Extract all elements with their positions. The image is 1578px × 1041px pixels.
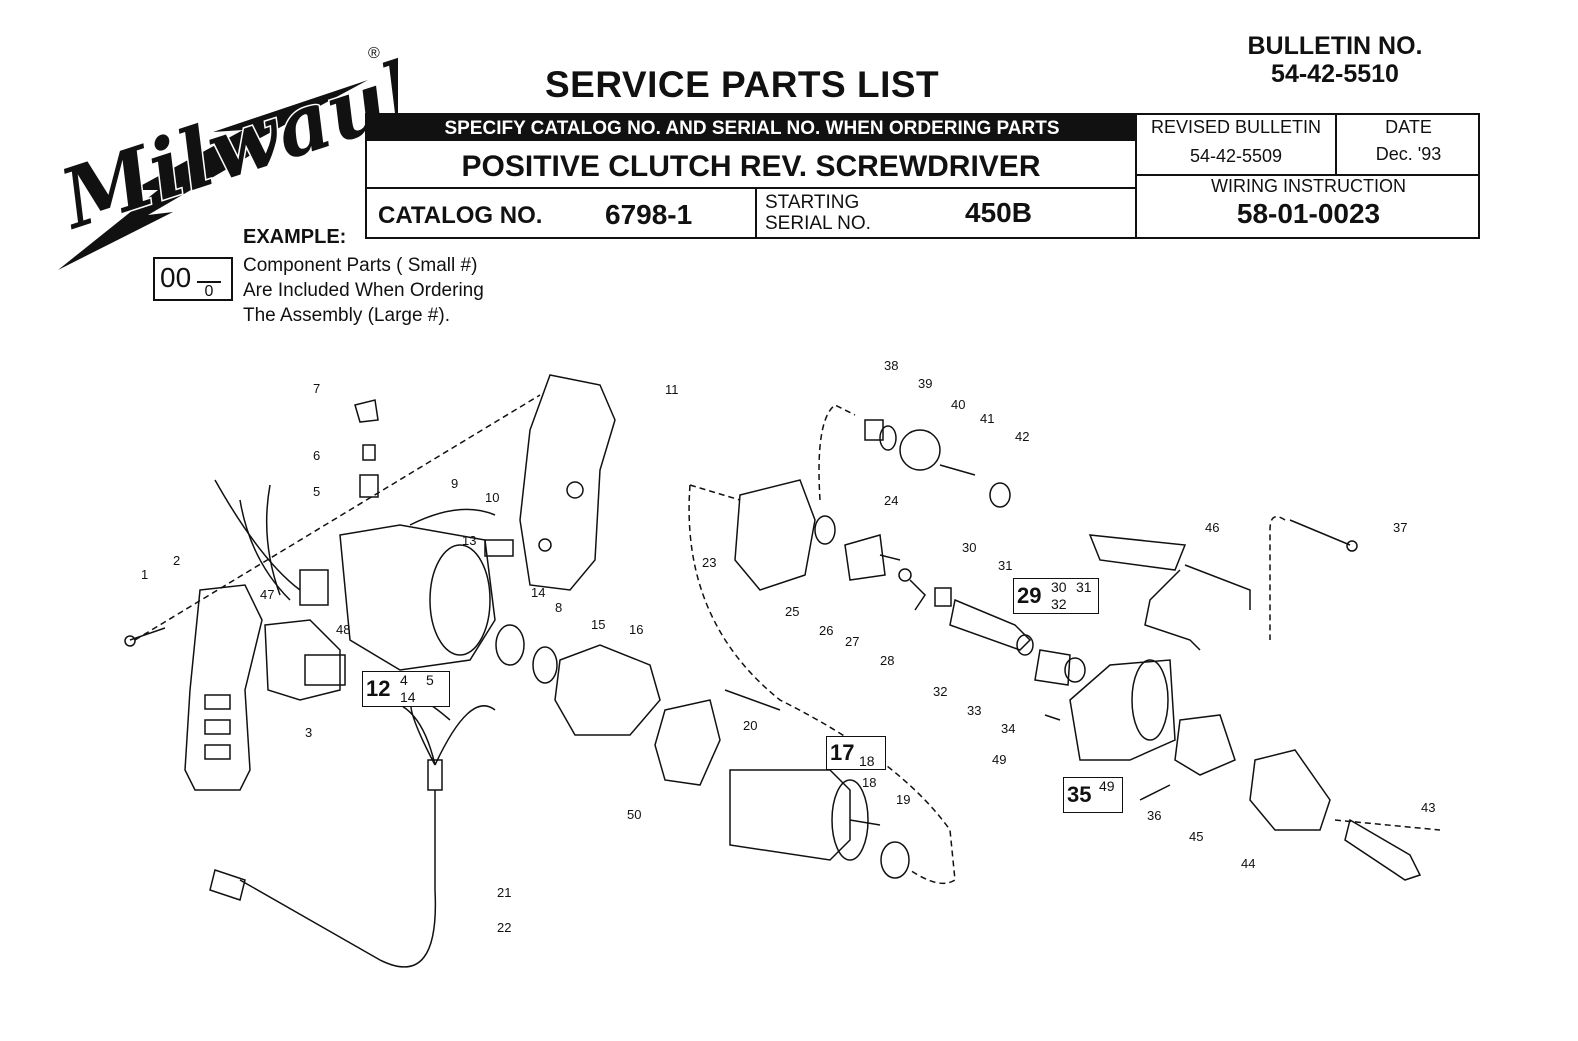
callout-9: 9 [451, 476, 459, 491]
product-name: POSITIVE CLUTCH REV. SCREWDRIVER [461, 150, 1041, 183]
bulletin-number: 54-42-5510 [1271, 60, 1399, 88]
callout-40: 40 [951, 397, 966, 412]
example-line-2: Are Included When Ordering [243, 280, 484, 301]
serial-label-line2: SERIAL NO. [765, 213, 871, 234]
example-box [153, 257, 233, 301]
callout-1: 1 [141, 567, 149, 582]
serial-label: STARTING SERIAL NO. [765, 192, 871, 234]
ordering-instruction-bar: SPECIFY CATALOG NO. AND SERIAL NO. WHEN … [367, 115, 1137, 141]
header-table [365, 113, 1480, 239]
divider [1135, 174, 1480, 176]
registered-mark: ® [368, 45, 380, 62]
assembly-main-number: 35 [1067, 782, 1092, 807]
assembly-box-35: 35 49 [1063, 777, 1123, 813]
revised-bulletin-number: 54-42-5509 [1189, 146, 1283, 166]
callout-46: 46 [1205, 520, 1220, 535]
assembly-box-29: 29 30 31 32 [1013, 578, 1099, 614]
assembly-main-number: 12 [366, 676, 391, 701]
assembly-part: 49 [1099, 778, 1115, 794]
callout-49: 49 [992, 752, 1007, 767]
serial-label-line1: STARTING [765, 192, 860, 213]
callout-5: 5 [313, 484, 321, 499]
assembly-part: 32 [1051, 596, 1067, 612]
callout-24: 24 [884, 493, 899, 508]
example-small-number: 0 [197, 281, 221, 301]
catalog-number: 6798-1 [605, 199, 693, 230]
callout-3: 3 [305, 725, 313, 740]
callout-26: 26 [819, 623, 834, 638]
callout-8: 8 [555, 600, 563, 615]
page-title: SERVICE PARTS LIST [545, 64, 940, 105]
callout-13: 13 [462, 533, 477, 548]
callout-11: 11 [665, 382, 679, 397]
callout-16: 16 [629, 622, 644, 637]
revised-bulletin-label: REVISED BULLETIN [1150, 117, 1322, 137]
wiring-number: 58-01-0023 [1236, 198, 1381, 229]
callout-31: 31 [998, 558, 1013, 573]
assembly-box-12: 12 4 5 14 [362, 671, 450, 707]
assembly-part: 14 [400, 689, 416, 705]
callout-43: 43 [1421, 800, 1436, 815]
callout-15: 15 [591, 617, 606, 632]
callout-21: 21 [497, 885, 512, 900]
callout-37: 37 [1393, 520, 1408, 535]
example-text: Component Parts ( Small #) Are Included … [243, 253, 484, 328]
callout-20: 20 [743, 718, 758, 733]
callout-22: 22 [497, 920, 512, 935]
divider [365, 187, 1137, 189]
catalog-label: CATALOG NO. [378, 202, 543, 229]
callout-18: 18 [862, 775, 877, 790]
divider [1335, 113, 1337, 175]
callout-34: 34 [1001, 721, 1016, 736]
callout-48: 48 [336, 622, 351, 637]
callout-45: 45 [1189, 829, 1204, 844]
bulletin-label: BULLETIN NO. [1247, 32, 1423, 60]
callout-27: 27 [845, 634, 860, 649]
callout-42: 42 [1015, 429, 1030, 444]
date-value: Dec. '93 [1375, 144, 1442, 164]
callout-6: 6 [313, 448, 321, 463]
assembly-part: 18 [859, 753, 875, 769]
callout-41: 41 [980, 411, 995, 426]
example-label: EXAMPLE: [243, 226, 347, 248]
assembly-main-number: 17 [830, 740, 855, 765]
divider [755, 187, 757, 239]
example-line-3: The Assembly (Large #). [243, 305, 450, 326]
assembly-part: 31 [1076, 579, 1092, 595]
date-label: DATE [1385, 117, 1432, 137]
example-large-number: 00 [160, 262, 192, 293]
assembly-part: 30 [1051, 579, 1067, 595]
callout-33: 33 [967, 703, 982, 718]
assembly-part: 5 [426, 672, 434, 688]
callout-28: 28 [880, 653, 895, 668]
callout-50: 50 [627, 807, 642, 822]
milwaukee-logo: Milwaukee Milwaukee ® [46, 40, 398, 270]
wiring-label: WIRING INSTRUCTION [1211, 176, 1406, 196]
callout-19: 19 [896, 792, 911, 807]
callout-38: 38 [884, 358, 899, 373]
callout-7: 7 [313, 381, 321, 396]
callout-14: 14 [531, 585, 546, 600]
callout-44: 44 [1241, 856, 1256, 871]
bulletin-block: BULLETIN NO. 54-42-5510 [1235, 32, 1435, 88]
callout-2: 2 [173, 553, 181, 568]
divider [1135, 113, 1137, 239]
assembly-main-number: 29 [1017, 583, 1042, 608]
assembly-box-17: 17 18 [826, 736, 886, 770]
callout-39: 39 [918, 376, 933, 391]
assembly-part: 4 [400, 672, 408, 688]
callout-23: 23 [702, 555, 717, 570]
example-line-1: Component Parts ( Small #) [243, 255, 478, 276]
callout-10: 10 [485, 490, 500, 505]
callout-30: 30 [962, 540, 977, 555]
callout-36: 36 [1147, 808, 1162, 823]
serial-number: 450B [965, 197, 1032, 228]
callout-25: 25 [785, 604, 800, 619]
callout-47: 47 [260, 587, 275, 602]
callout-32: 32 [933, 684, 948, 699]
